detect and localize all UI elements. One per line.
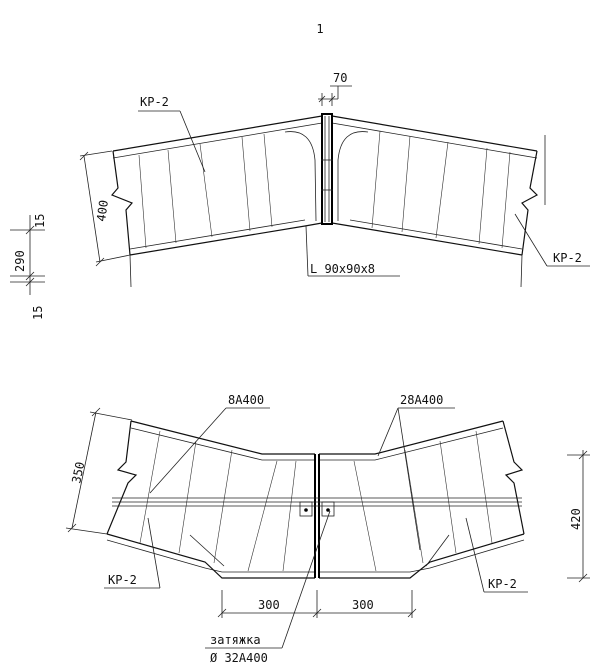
lower-left-beam — [106, 420, 315, 579]
dim-bottom: 300 300 — [217, 590, 417, 618]
angle-leader: L 90x90x8 — [305, 225, 400, 277]
tie-bars — [112, 497, 522, 507]
tie-spec: Ø 32А400 — [210, 651, 268, 665]
lower-label-left: КР-2 — [104, 517, 161, 589]
dim-gap-70: 70 — [318, 71, 352, 106]
rebar-label-left-text: 8А400 — [228, 393, 264, 407]
tie-leader: затяжка Ø 32А400 — [205, 510, 331, 665]
dim-bottom-right-label: 300 — [352, 598, 374, 612]
sheet-number: 1 — [316, 22, 323, 36]
upper-right-beam — [331, 115, 546, 288]
lower-label-right: КР-2 — [465, 517, 528, 593]
upper-label-right: КР-2 — [514, 213, 590, 267]
tie-label: затяжка — [210, 633, 261, 647]
angle-label: L 90x90x8 — [310, 262, 375, 276]
lower-center-joint — [299, 454, 335, 578]
dim-left-350: 350 — [65, 407, 133, 535]
rebar-label-right-text: 28А400 — [400, 393, 443, 407]
upper-left-beam — [110, 115, 323, 288]
upper-center-angle — [321, 113, 333, 225]
dim-right-label: 420 — [569, 508, 583, 530]
section-bottom: 15 — [31, 306, 45, 320]
upper-label-right-text: КР-2 — [553, 251, 582, 265]
rebar-label-left: 8А400 — [149, 393, 270, 494]
upper-view: 70 КР-2 КР-2 400 L 90x90x8 — [10, 71, 590, 320]
dim-height-400: 400 — [79, 150, 131, 267]
dim-gap-label: 70 — [333, 71, 347, 85]
dim-left-label: 350 — [69, 460, 87, 484]
rebar-label-right: 28А400 — [377, 393, 455, 551]
section-top: 15 — [33, 214, 47, 228]
dim-bottom-left-label: 300 — [258, 598, 280, 612]
lower-right-beam — [319, 420, 525, 579]
section-mid: 290 — [13, 250, 27, 272]
dim-height-label: 400 — [94, 199, 111, 222]
lower-label-left-text: КР-2 — [108, 573, 137, 587]
upper-label-left-text: КР-2 — [140, 95, 169, 109]
section-dims: 15 290 15 — [10, 214, 47, 320]
lower-label-right-text: КР-2 — [488, 577, 517, 591]
lower-view: 8А400 28А400 350 420 — [65, 393, 590, 665]
dim-right-420: 420 — [567, 450, 590, 583]
upper-label-left: КР-2 — [138, 95, 206, 173]
